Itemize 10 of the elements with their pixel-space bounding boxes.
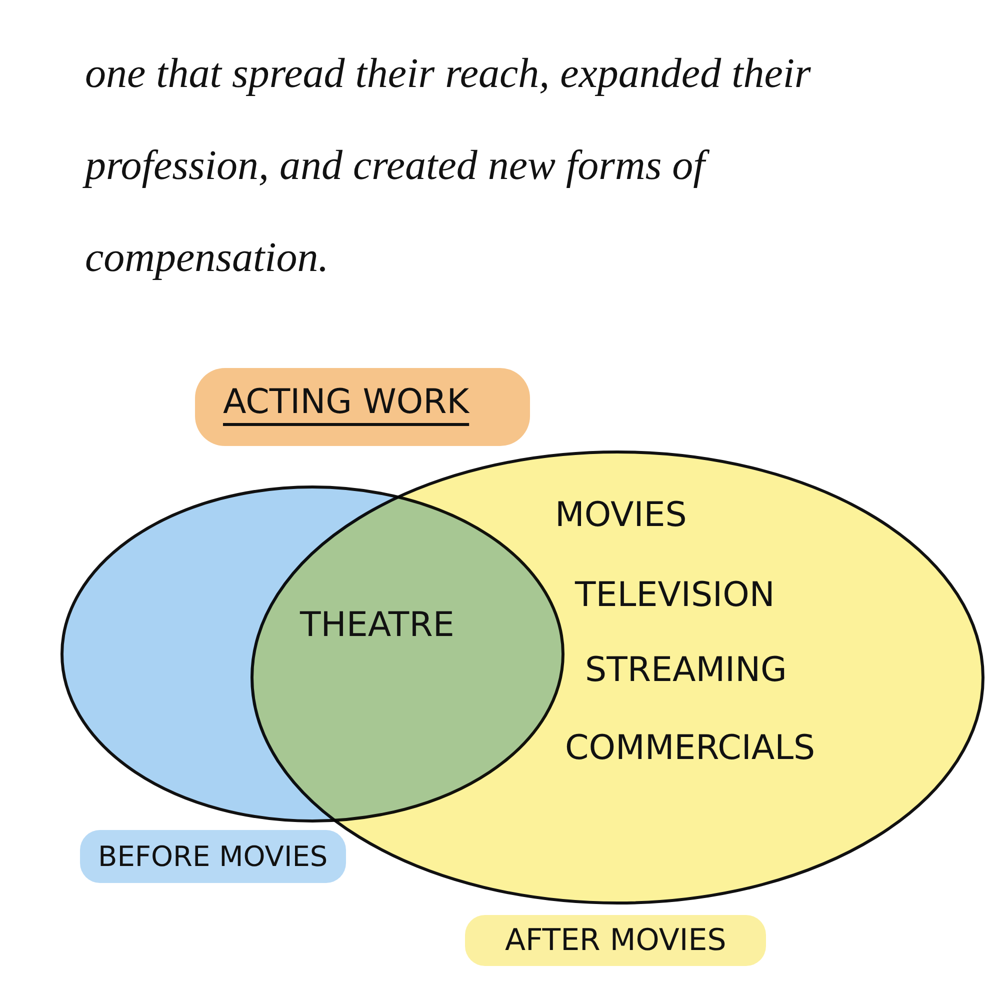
- set-label: BEFORE MOVIES: [80, 830, 346, 883]
- list-item: TELEVISION: [575, 575, 775, 615]
- list-item: COMMERCIALS: [565, 728, 816, 768]
- list-item: MOVIES: [555, 495, 687, 535]
- set-label: AFTER MOVIES: [465, 915, 766, 966]
- region-label: THEATRE: [300, 605, 454, 645]
- heading-text: one that spread their reach, expanded their profession, and created new forms of compensation.: [85, 28, 885, 304]
- heading-text: ACTING WORK: [223, 382, 470, 422]
- highlight-band: [195, 368, 530, 446]
- list-item: STREAMING: [585, 650, 787, 690]
